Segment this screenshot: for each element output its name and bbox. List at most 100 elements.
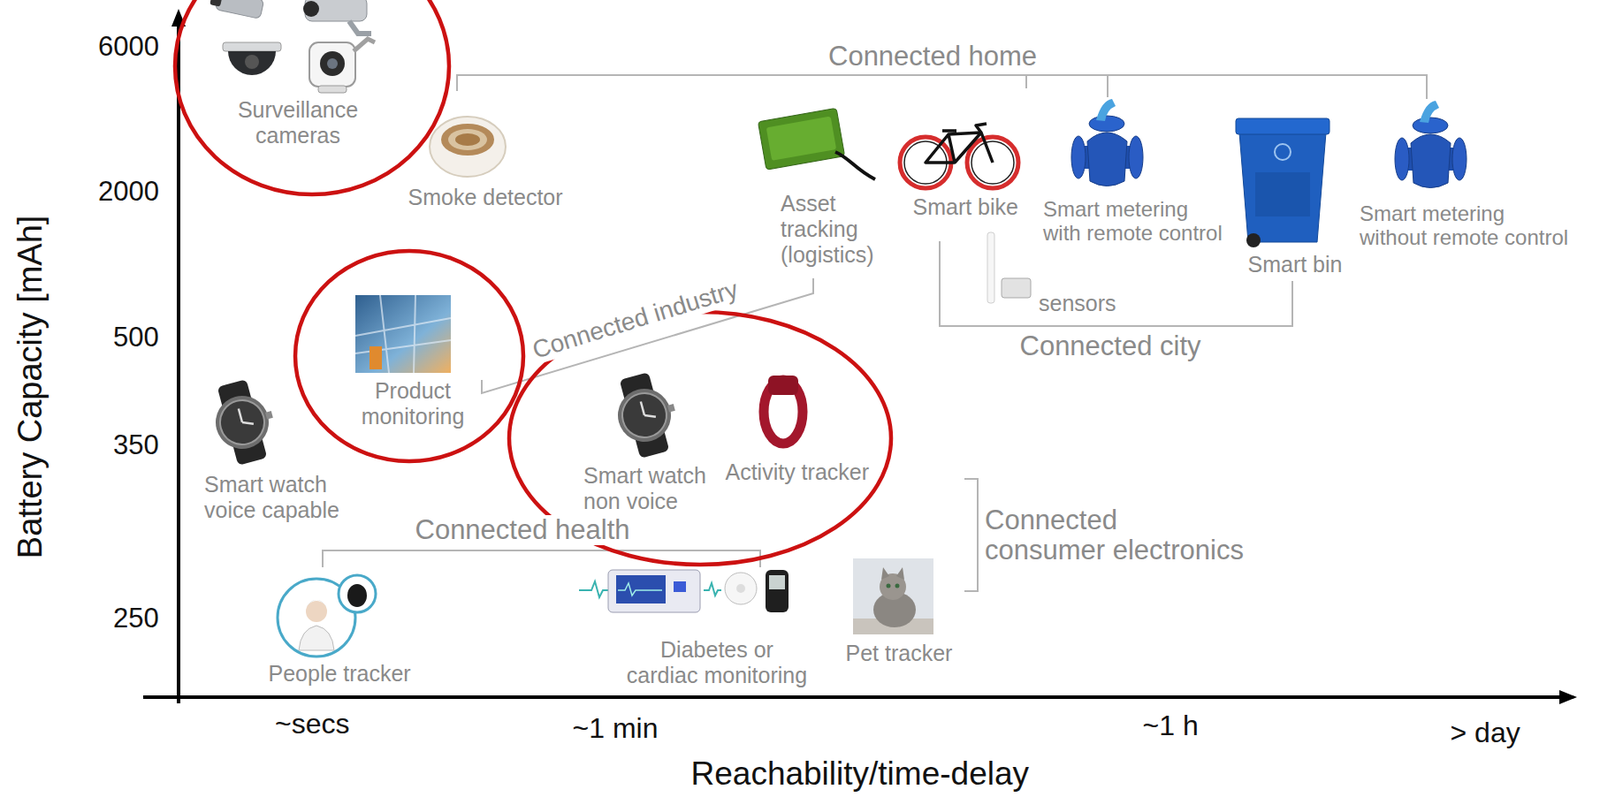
- medical-devices-icon: [673, 581, 686, 593]
- camera-icons: [303, 0, 320, 17]
- water-meter-icon: [1071, 99, 1143, 187]
- highlight-circle: Product monitoring: [292, 248, 526, 465]
- circle-outline: [292, 248, 526, 465]
- camera-icons: [353, 38, 375, 52]
- asset-tracker-icon: [757, 107, 845, 170]
- water-meter-icon: [1128, 136, 1143, 179]
- activity-tracker-icon: [768, 375, 799, 396]
- bike-icon: [899, 123, 1019, 189]
- factory-photo: [369, 346, 382, 370]
- camera-icons: [228, 51, 276, 76]
- water-meter-icon: [1089, 115, 1125, 132]
- group-label: Connected health: [410, 515, 636, 546]
- asset-tracker-icon: [835, 152, 876, 180]
- water-meter-icon: [1452, 137, 1467, 181]
- device-label: Surveillance cameras: [222, 97, 374, 149]
- chart-axes: [176, 22, 181, 704]
- chart-axes: [143, 695, 1563, 700]
- people-tracker-icon: [298, 625, 335, 651]
- highlight-circle: Surveillance cameras: [172, 0, 452, 198]
- axis-tick: 500: [113, 322, 160, 353]
- camera-icons: [208, 0, 375, 93]
- watch-icon: [611, 382, 677, 448]
- sensor-icons: [987, 232, 995, 304]
- device-label: Smart metering without remote control: [1359, 201, 1594, 251]
- device-label: sensors: [1038, 290, 1117, 317]
- smoke-detector-icon: [429, 116, 506, 177]
- factory-photo: [355, 295, 451, 374]
- camera-icons: [320, 51, 345, 77]
- group-label: Connected industry: [523, 274, 747, 367]
- device-label: Smart metering with remote control: [1043, 197, 1231, 246]
- chart-axes: [1559, 690, 1578, 705]
- water-meter-icon: [1412, 117, 1448, 134]
- watch-icon: [608, 368, 686, 463]
- smart-bin-icon: [1235, 118, 1330, 135]
- device-label: Smart watch non voice: [583, 463, 717, 515]
- water-meter-icon: [1394, 137, 1410, 181]
- camera-icons: [214, 0, 264, 19]
- camera-icons: [208, 0, 264, 19]
- group-brackets: [322, 75, 1427, 592]
- smart-bin-icon: [1235, 118, 1330, 248]
- medical-devices-icon: [765, 570, 789, 613]
- water-meter-icon: [1394, 100, 1467, 189]
- camera-icons: [318, 85, 347, 93]
- chart-axes: [143, 8, 1578, 705]
- watch-icon: [265, 411, 274, 420]
- axis-tick: 350: [113, 430, 160, 461]
- watch-icon: [617, 388, 671, 442]
- group-label: Connected city: [1014, 331, 1207, 362]
- camera-icons: [327, 58, 338, 69]
- water-meter-icon: [1071, 136, 1086, 179]
- asset-tracker-icon: [757, 107, 845, 170]
- people-tracker-icon: [305, 600, 328, 609]
- device-label: Smart bin: [1248, 251, 1343, 278]
- axis-tick: ~1 min: [572, 713, 659, 745]
- watch-icon: [640, 402, 645, 416]
- watch-icon: [242, 419, 254, 427]
- camera-icons: [309, 42, 356, 87]
- pet-photo: [895, 584, 900, 589]
- medical-devices-icon: [724, 572, 757, 605]
- pet-photo: [881, 567, 905, 580]
- medical-devices-icon: [616, 575, 666, 604]
- group-label: Connected home: [822, 41, 1043, 72]
- medical-devices-icon: [617, 583, 663, 596]
- watch-icon: [644, 412, 656, 420]
- device-label: Smart bike: [913, 194, 1019, 221]
- sensor-icons: [987, 232, 1031, 304]
- circle-outline: [175, 0, 450, 195]
- axis-title: Reachability/time-delay: [691, 756, 1030, 793]
- smart-bin-icon: [1239, 132, 1326, 243]
- circle-outline: [295, 251, 524, 462]
- device-label: Asset tracking (logistics): [780, 190, 905, 267]
- device-label: Pet tracker: [845, 640, 953, 667]
- water-meter-icon: [1087, 132, 1128, 187]
- smart-bin-icon: [1246, 233, 1261, 248]
- medical-devices-icon: [736, 584, 746, 594]
- water-meter-icon: [1410, 134, 1451, 189]
- group-label: Connected consumer electronics: [984, 505, 1268, 566]
- people-tracker-icon: [347, 584, 367, 608]
- camera-icons: [222, 42, 282, 52]
- people-tracker-icon: [305, 601, 328, 623]
- pet-photo: [853, 558, 934, 635]
- medical-devices-icon: [579, 570, 789, 613]
- medical-devices-icon: [703, 583, 722, 596]
- factory-photo: [355, 295, 451, 374]
- water-meter-icon: [1096, 99, 1116, 122]
- camera-icons: [244, 54, 260, 69]
- smart-bin-icon: [1255, 172, 1311, 217]
- medical-devices-icon: [608, 570, 701, 613]
- sensor-icons: [1001, 278, 1031, 298]
- camera-icons: [209, 0, 223, 8]
- watch-icon: [214, 395, 269, 450]
- medical-devices-icon: [579, 581, 609, 598]
- device-label: Smoke detector: [408, 184, 564, 211]
- pet-photo: [886, 584, 892, 589]
- water-meter-icon: [1419, 100, 1440, 123]
- smart-bin-icon: [1274, 144, 1291, 160]
- group-brackets: [457, 75, 1427, 100]
- axis-tick: 2000: [98, 176, 160, 207]
